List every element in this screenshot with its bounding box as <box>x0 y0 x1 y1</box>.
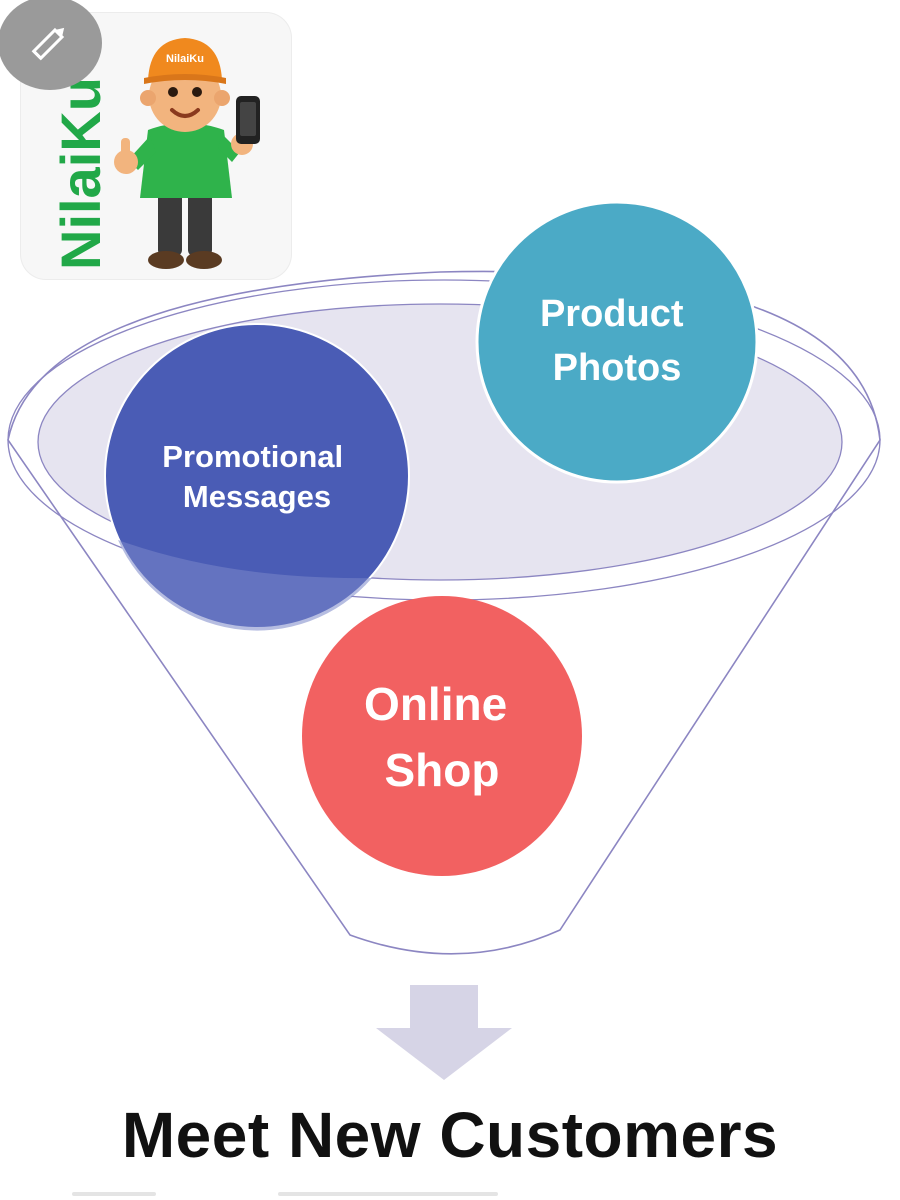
result-title: Meet New Customers <box>121 1099 779 1171</box>
mascot-cap-text: NilaiKu <box>166 53 204 65</box>
circle-online-shop <box>302 596 582 876</box>
brand-logo-text: NilaiKu <box>49 77 112 270</box>
down-arrow <box>376 985 512 1080</box>
circle-online-shop-label: Online Shop <box>364 678 520 796</box>
circle-promotional-messages-label: Promotional Messages <box>162 439 351 514</box>
mascot-icon: NilaiKu <box>114 38 260 269</box>
pencil-icon <box>31 27 65 61</box>
bottom-divider-left <box>72 1192 156 1196</box>
circle-product-photos-label: Product Photos <box>540 293 694 389</box>
brand-logo: NilaiKu <box>49 38 260 270</box>
edit-badge[interactable] <box>0 0 102 90</box>
circle-product-photos <box>475 200 759 484</box>
bottom-divider-right <box>278 1192 498 1196</box>
circle-promotional-overlap <box>118 540 372 631</box>
